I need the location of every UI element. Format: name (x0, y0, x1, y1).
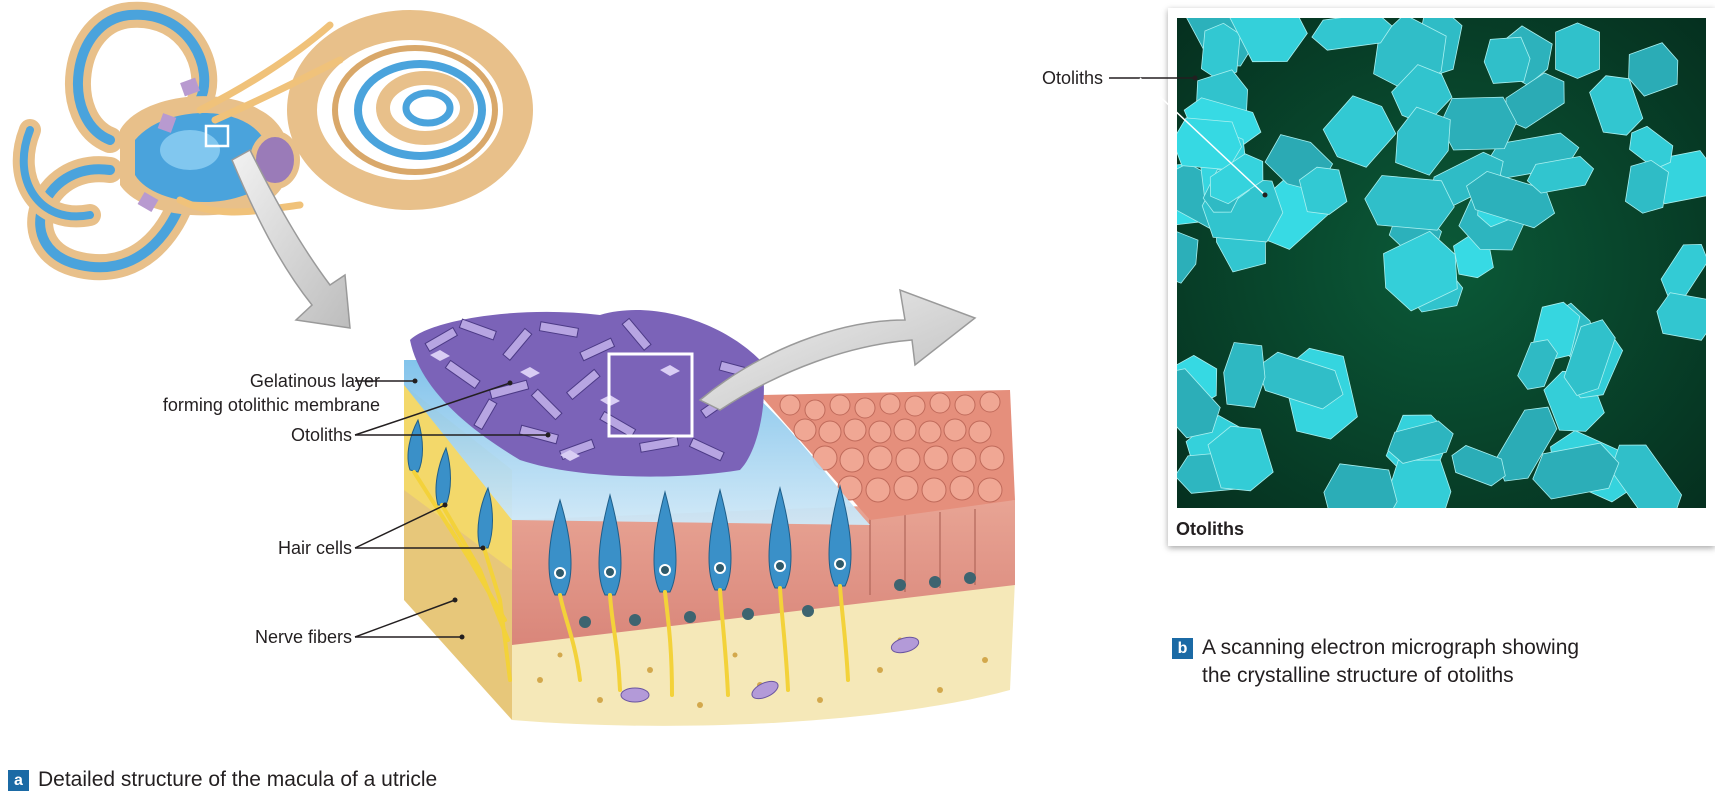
caption-b: b A scanning electron micrograph showing (1172, 635, 1579, 660)
label-otoliths: Otoliths (291, 424, 352, 446)
caption-a-badge: a (8, 770, 29, 791)
label-hair-cells: Hair cells (278, 537, 352, 559)
micrograph-card (1168, 8, 1715, 546)
label-otolithic-membrane: forming otolithic membrane (163, 394, 380, 416)
micrograph-caption: Otoliths (1176, 519, 1244, 540)
macula-block (404, 310, 1015, 726)
label-micrograph-otoliths: Otoliths (1042, 67, 1103, 89)
caption-a-text: Detailed structure of the macula of a ut… (38, 768, 437, 791)
caption-b-line1: A scanning electron micrograph showing (1202, 636, 1579, 659)
label-gelatinous-layer: Gelatinous layer (250, 370, 380, 392)
caption-b-badge: b (1172, 638, 1193, 659)
caption-b-line2: the crystalline structure of otoliths (1202, 663, 1514, 688)
label-nerve-fibers: Nerve fibers (255, 626, 352, 648)
caption-a: a Detailed structure of the macula of a u… (8, 767, 437, 792)
